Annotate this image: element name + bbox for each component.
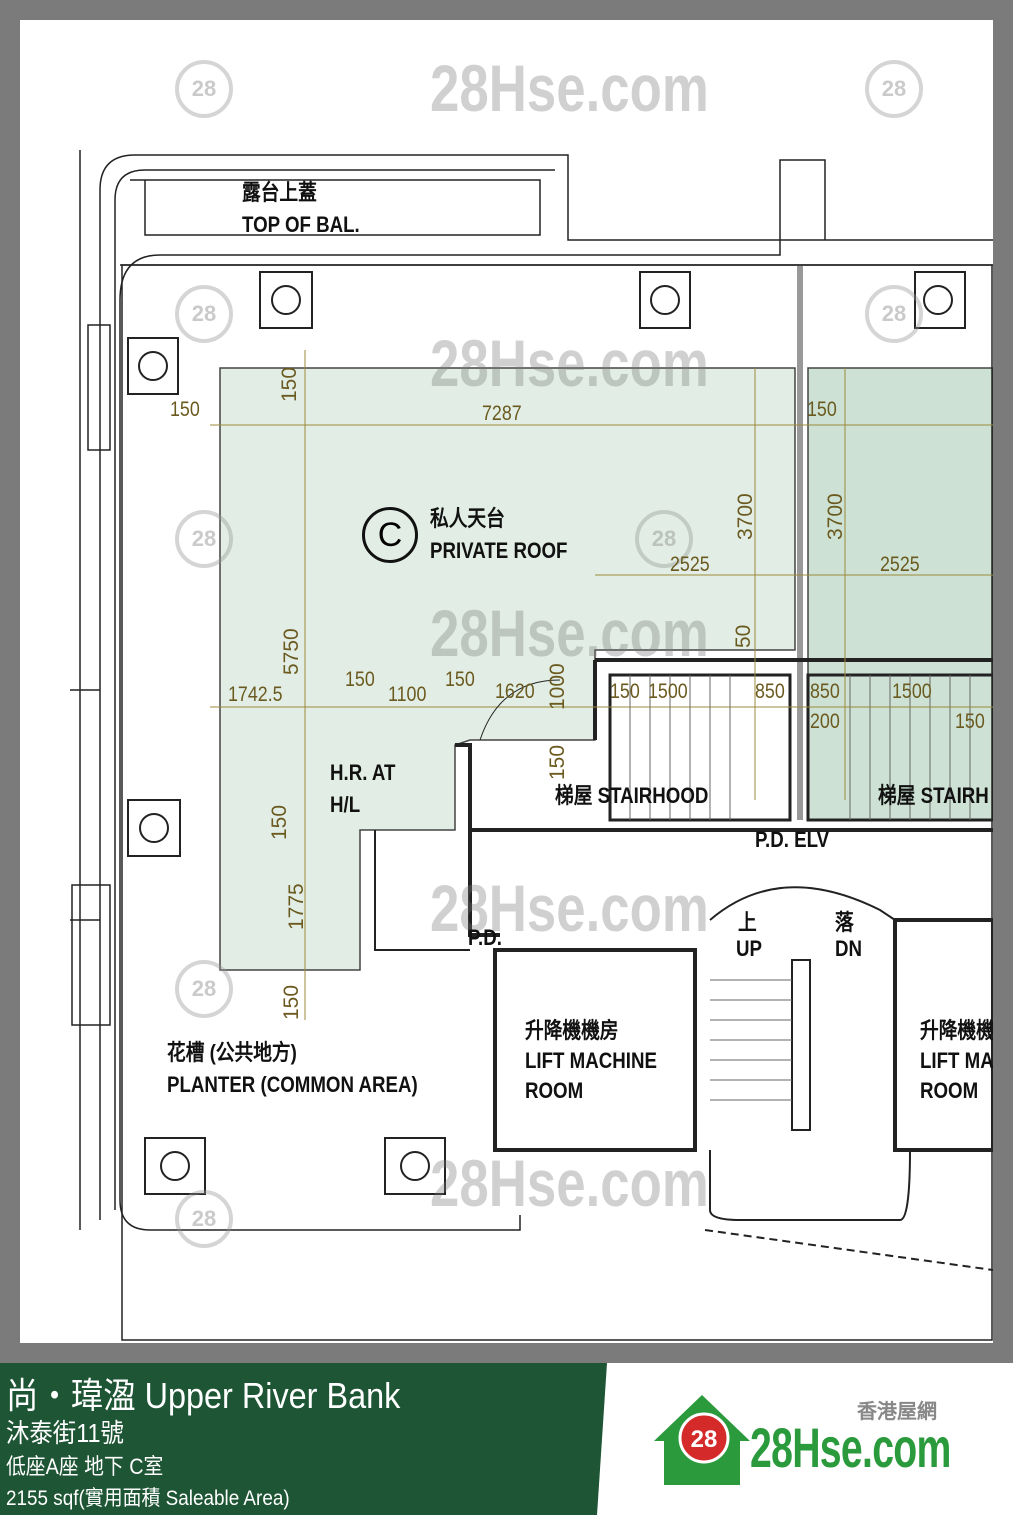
planter-label-zh: 花槽 (公共地方) [167,1040,297,1065]
banner-info-panel: 尚・瑋溋 Upper River Bank 沐泰街11號 低座A座 地下 C室 … [0,1363,607,1515]
watermark: 28Hse.com [430,596,709,670]
property-title: 尚・瑋溋 Upper River Bank [6,1375,401,1416]
watermark-badge: 28 [175,960,233,1018]
watermark-badge: 28 [175,285,233,343]
private-roof-label-zh: 私人天台 [430,506,505,531]
house-logo-icon: 28 [654,1395,750,1485]
watermark-badge: 28 [175,1190,233,1248]
watermark-badge: 28 [865,60,923,118]
stair-treads [629,675,971,1101]
dimension: 5750 [280,628,303,675]
lift-machine-room-label-2: ROOM [525,1078,584,1103]
columns [127,271,966,1195]
dimension: 150 [268,804,291,840]
dimension: 1000 [546,663,569,710]
dimension: 150 [546,744,569,780]
watermark-badge: 28 [635,510,693,568]
top-of-balcony-label-zh: 露台上蓋 [242,180,317,205]
watermark: 28Hse.com [430,1146,709,1220]
dimension-lines [210,350,993,1020]
property-area: 2155 sqf(實用面積 Saleable Area) [6,1487,290,1510]
dimension: 2525 [670,553,710,576]
lift-machine-room-right-label-2: ROOM [920,1078,979,1103]
dimension: 7287 [482,402,522,425]
dimension: 150 [280,984,303,1020]
down-label-zh: 落 [835,910,854,935]
logo-badge: 28 [691,1426,718,1453]
dimension: 150 [278,366,301,402]
watermark: 28Hse.com [430,51,709,125]
private-roof-area-adjacent [807,367,993,821]
dimension: 50 [732,624,755,648]
watermark: 28Hse.com [430,326,709,400]
logo-subtitle: 香港屋網 [857,1401,937,1423]
dimension: 850 [810,680,840,703]
property-unit: 低座A座 地下 C室 [6,1454,164,1479]
pd-elv-label: P.D. ELV [755,827,830,852]
dimension: 150 [955,710,985,733]
dimension: 850 [755,680,785,703]
private-roof-label: PRIVATE ROOF [430,538,568,563]
dimension: 150 [170,398,200,421]
dimension: 1500 [892,680,932,703]
lift-machine-room-label-zh: 升降機機房 [525,1018,619,1043]
lift-machine-room-label: LIFT MACHINE [525,1048,657,1073]
watermark-badge: 28 [865,285,923,343]
stairhood-label-right: 梯屋 STAIRH [878,783,989,808]
dimension: 1775 [285,883,308,930]
top-of-balcony-label: TOP OF BAL. [242,212,360,237]
stairhood-label: 梯屋 STAIRHOOD [555,783,709,808]
floor-plan: 28Hse.com 28Hse.com 28Hse.com 28Hse.com … [20,20,993,1343]
dimension: 1100 [388,683,427,706]
logo-text: 28Hse.com [750,1416,951,1479]
hl-label: H/L [330,792,361,817]
planter-label: PLANTER (COMMON AREA) [167,1072,418,1097]
hr-at-label: H.R. AT [330,760,396,785]
dimension: 1742.5 [228,683,283,706]
dimension: 2525 [880,553,920,576]
pd-label: P.D. [468,925,502,950]
property-address: 沐泰街11號 [6,1418,124,1448]
watermark: 28Hse.com [430,871,709,945]
dimension: 1500 [648,680,688,703]
dimension: 3700 [824,493,847,540]
dimension: 150 [807,398,837,421]
listing-banner: 尚・瑋溋 Upper River Bank 沐泰街11號 低座A座 地下 C室 … [0,1363,1013,1515]
lift-machine-room-right-label-zh: 升降機機 [920,1018,993,1043]
up-label: UP [736,936,762,961]
lift-machine-room-right-label: LIFT MA [920,1048,993,1073]
watermark-badge: 28 [175,510,233,568]
dimension: 200 [810,710,840,733]
down-label: DN [835,936,863,961]
dimension: 150 [345,668,375,691]
dimension: 150 [445,668,475,691]
dimension: 3700 [734,493,757,540]
up-label-zh: 上 [738,910,757,935]
dimension: 150 [610,680,640,703]
watermark-badge: 28 [175,60,233,118]
dimension: 1620 [495,680,535,703]
roof-mark: C [362,507,418,563]
